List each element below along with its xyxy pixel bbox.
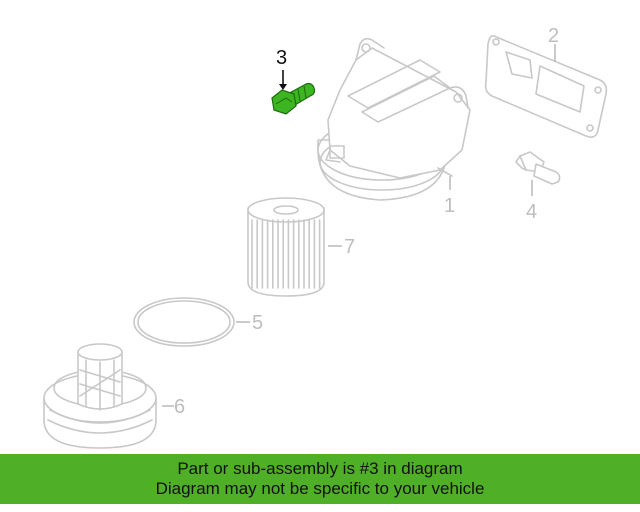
callout-3[interactable]: 3 (276, 47, 287, 69)
part-4-sensor[interactable] (515, 151, 561, 185)
filter-pleats (251, 219, 321, 289)
callout-5[interactable]: 5 (252, 312, 263, 334)
callout-6[interactable]: 6 (174, 396, 185, 418)
callout-4[interactable]: 4 (526, 201, 537, 223)
callout-2[interactable]: 2 (548, 25, 559, 47)
banner-line-1: Part or sub-assembly is #3 in diagram (177, 459, 463, 478)
banner-line-2: Diagram may not be specific to your vehi… (155, 479, 485, 498)
part-2-gasket[interactable] (484, 34, 608, 138)
part-1-filter-housing[interactable] (317, 37, 471, 201)
leader-3-arrowhead (279, 84, 287, 90)
callout-7[interactable]: 7 (344, 236, 355, 258)
part-7-filter-element[interactable] (247, 197, 325, 297)
part-3-bolt[interactable] (271, 82, 316, 115)
part-6-filter-cap[interactable] (43, 343, 157, 449)
callout-1[interactable]: 1 (444, 195, 455, 217)
info-banner: Part or sub-assembly is #3 in diagram Di… (0, 454, 640, 504)
exploded-parts-diagram: 2 1 3 (43, 25, 608, 449)
part-5-o-ring[interactable] (133, 297, 235, 347)
